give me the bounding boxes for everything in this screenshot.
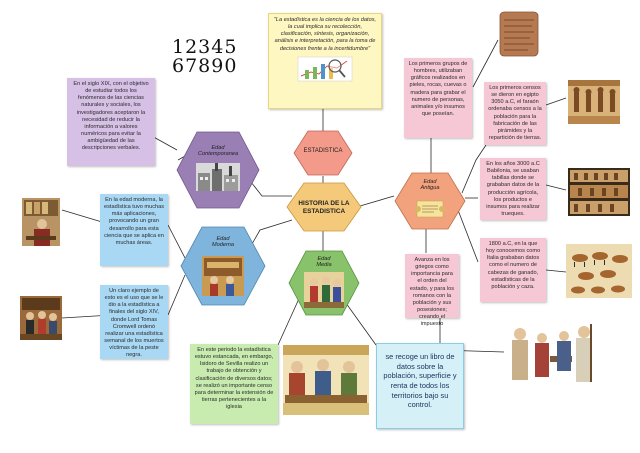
note-antigua-2: Los primeros censos se dieron en egipto … bbox=[484, 82, 546, 145]
note-antigua-2-text: Los primeros censos se dieron en egipto … bbox=[488, 85, 542, 142]
babylonian-tablet-photo bbox=[568, 168, 630, 216]
medieval-scribes-painting bbox=[283, 345, 369, 415]
note-media-2: se recoge un libro de datos sobre la pob… bbox=[376, 343, 464, 429]
hex-edad-moderna[interactable]: Edad Moderna bbox=[180, 226, 266, 306]
hex-edad-contemporanea[interactable]: Edad Contemporanea bbox=[176, 131, 260, 209]
romans-census-illustration bbox=[504, 318, 604, 390]
note-antigua-3: En los años 3000 a.C Babilonia, se usaba… bbox=[480, 158, 546, 220]
center-title: HISTORIA DE LA ESTADISTICA bbox=[298, 200, 350, 215]
note-contemporanea-text: En el siglo XIX, con el objetivo de estu… bbox=[73, 81, 149, 152]
factory-photo bbox=[196, 163, 240, 191]
note-moderna-2: Un claro ejemplo de esto es el uso que s… bbox=[100, 285, 168, 359]
modern-age-painting bbox=[202, 256, 244, 296]
note-contemporanea: En el siglo XIX, con el objetivo de estu… bbox=[67, 78, 155, 166]
hex-contemporanea-label: Edad Contemporanea bbox=[197, 145, 239, 157]
note-moderna-1: En la edad moderna, la estadística tuvo … bbox=[100, 194, 168, 266]
definition-quote-text: "La estadística es la ciencia de los dat… bbox=[273, 17, 377, 52]
note-media-1: En este periodo la estadística estuvo es… bbox=[190, 344, 278, 424]
note-antigua-5-text: Avanza en los griegos como importancia p… bbox=[409, 257, 455, 328]
note-antigua-1-text: Los primeros grupos de hombres, utilizab… bbox=[408, 61, 468, 118]
note-media-1-text: En este periodo la estadística estuvo es… bbox=[194, 347, 274, 411]
hex-edad-antigua[interactable]: Edad Antigua bbox=[394, 172, 466, 230]
hex-media-label: Edad Media bbox=[316, 256, 332, 268]
hex-estadistica-label: ESTADISTICA bbox=[303, 148, 343, 154]
hex-antigua-label: Edad Antigua bbox=[420, 179, 440, 191]
note-antigua-4-text: 1800 a.C, en la que hoy conocemos como I… bbox=[485, 241, 541, 290]
hex-moderna-label: Edad Moderna bbox=[211, 236, 235, 248]
note-antigua-4: 1800 a.C, en la que hoy conocemos como I… bbox=[480, 238, 546, 302]
cromwell-court-painting bbox=[20, 296, 62, 340]
scholar-study-painting bbox=[22, 198, 60, 246]
note-moderna-2-text: Un claro ejemplo de esto es el uso que s… bbox=[104, 288, 164, 359]
note-antigua-1: Los primeros grupos de hombres, utilizab… bbox=[404, 58, 472, 138]
numerals-graphic: 12345 67890 bbox=[172, 38, 237, 76]
hex-historia-center[interactable]: HISTORIA DE LA ESTADISTICA bbox=[286, 182, 362, 232]
note-antigua-5: Avanza en los griegos como importancia p… bbox=[405, 254, 459, 327]
hex-estadistica[interactable]: ESTADISTICA bbox=[293, 130, 353, 176]
numerals-line-1: 12345 bbox=[172, 36, 238, 58]
clay-tablet-photo bbox=[498, 10, 540, 64]
hex-edad-media[interactable]: Edad Media bbox=[288, 250, 360, 316]
ancient-scroll-graphic bbox=[414, 198, 446, 220]
cattle-fresco-photo bbox=[566, 244, 632, 298]
note-antigua-3-text: En los años 3000 a.C Babilonia, se usaba… bbox=[486, 161, 540, 218]
note-media-2-text: se recoge un libro de datos sobre la pob… bbox=[383, 352, 457, 410]
medieval-scene-painting bbox=[304, 272, 344, 308]
note-moderna-1-text: En la edad moderna, la estadística tuvo … bbox=[104, 197, 165, 246]
egyptian-relief-photo bbox=[568, 80, 620, 124]
chart-magnifier-illustration bbox=[297, 56, 353, 82]
definition-quote: "La estadística es la ciencia de los dat… bbox=[268, 13, 382, 109]
numerals-line-2: 67890 bbox=[172, 55, 238, 77]
